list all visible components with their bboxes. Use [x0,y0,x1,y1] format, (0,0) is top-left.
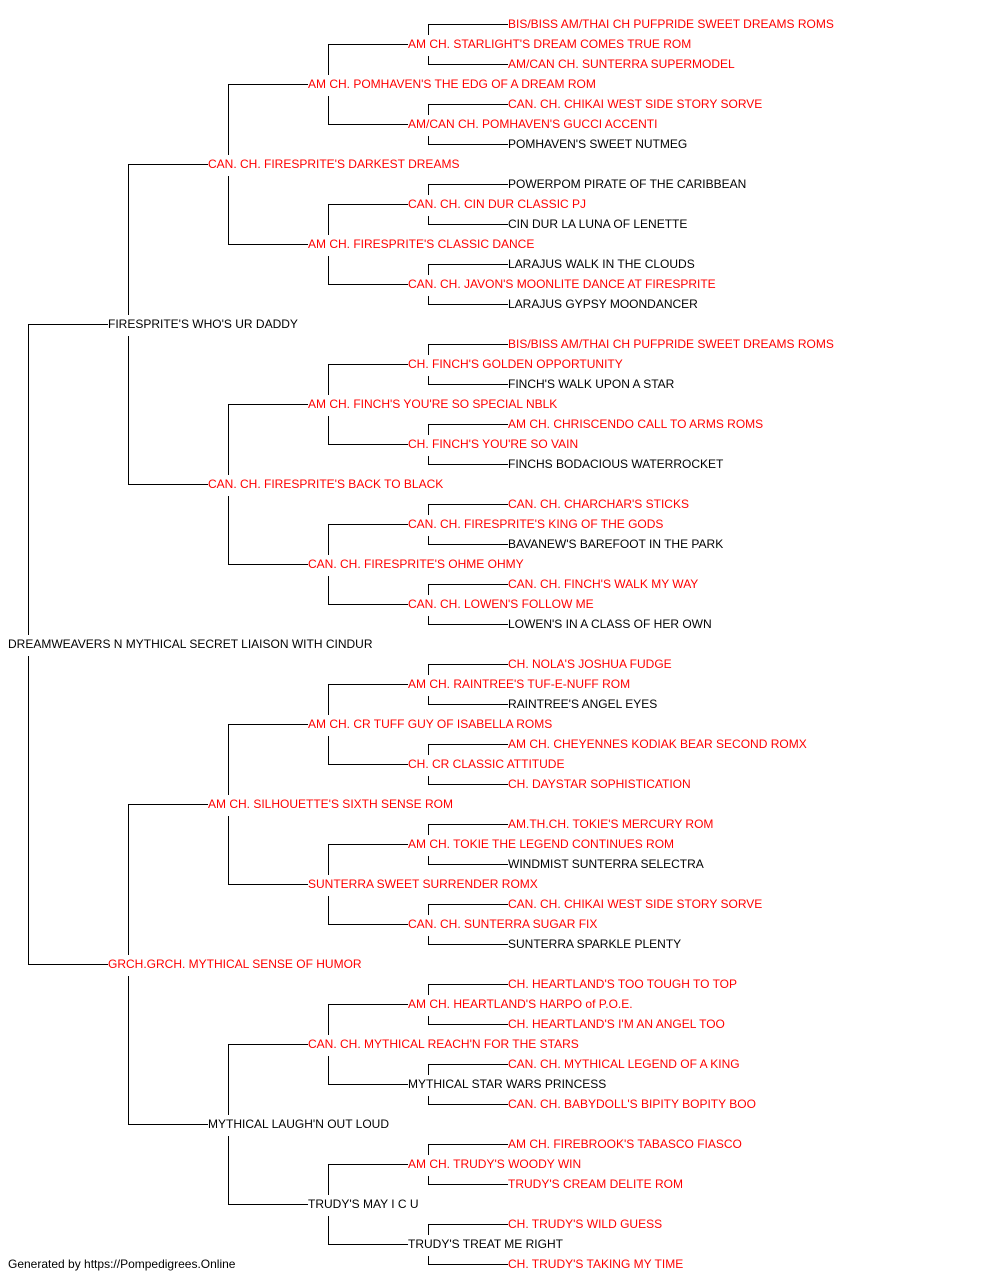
ancestor-name-gen4: CAN. CH. JAVON'S MOONLITE DANCE AT FIRES… [408,277,716,291]
ancestor-name-gen4: CH. CR CLASSIC ATTITUDE [408,757,565,771]
ancestor-name-gen4: AM/CAN CH. POMHAVEN'S GUCCI ACCENTI [408,117,658,131]
ancestor-name-gen5: CH. TRUDY'S TAKING MY TIME [508,1257,684,1271]
ancestor-name-gen4: CAN. CH. CIN DUR CLASSIC PJ [408,197,587,211]
ancestor-name-gen5: CIN DUR LA LUNA OF LENETTE [508,217,688,231]
ancestor-name-gen4: AM CH. TOKIE THE LEGEND CONTINUES ROM [408,837,675,851]
ancestor-name-gen3: CAN. CH. FIRESPRITE'S OHME OHMY [308,557,524,571]
ancestor-name-gen5: AM CH. FIREBROOK'S TABASCO FIASCO [508,1137,742,1151]
ancestor-name-gen4: CAN. CH. FIRESPRITE'S KING OF THE GODS [408,517,664,531]
ancestor-name-gen3: AM CH. CR TUFF GUY OF ISABELLA ROMS [308,717,553,731]
ancestor-name-gen2: MYTHICAL LAUGH'N OUT LOUD [208,1117,389,1131]
ancestor-name-gen3: AM CH. FINCH'S YOU'RE SO SPECIAL NBLK [308,397,558,411]
ancestor-name-gen5: BAVANEW'S BAREFOOT IN THE PARK [508,537,724,551]
ancestor-name-gen5: AM/CAN CH. SUNTERRA SUPERMODEL [508,57,735,71]
ancestor-name-gen2: CAN. CH. FIRESPRITE'S BACK TO BLACK [208,477,444,491]
ancestor-name-gen4: AM CH. STARLIGHT'S DREAM COMES TRUE ROM [408,37,692,51]
ancestor-name-gen5: CH. DAYSTAR SOPHISTICATION [508,777,691,791]
ancestor-name-gen5: SUNTERRA SPARKLE PLENTY [508,937,682,951]
ancestor-name-gen5: CH. HEARTLAND'S I'M AN ANGEL TOO [508,1017,725,1031]
ancestor-name-gen5: AM CH. CHRISCENDO CALL TO ARMS ROMS [508,417,764,431]
ancestor-name-gen3: CAN. CH. MYTHICAL REACH'N FOR THE STARS [308,1037,579,1051]
ancestor-name-gen4: MYTHICAL STAR WARS PRINCESS [408,1077,607,1091]
ancestor-name-gen5: POWERPOM PIRATE OF THE CARIBBEAN [508,177,747,191]
ancestor-name-gen4: AM CH. HEARTLAND'S HARPO of P.O.E. [408,997,633,1011]
ancestor-name-gen5: RAINTREE'S ANGEL EYES [508,697,658,711]
ancestor-name-gen5: CAN. CH. CHIKAI WEST SIDE STORY SORVE [508,897,763,911]
ancestor-name-gen4: CAN. CH. SUNTERRA SUGAR FIX [408,917,598,931]
ancestor-name-gen4: CAN. CH. LOWEN'S FOLLOW ME [408,597,594,611]
ancestor-name-gen4: TRUDY'S TREAT ME RIGHT [408,1237,563,1251]
ancestor-name-gen5: CAN. CH. MYTHICAL LEGEND OF A KING [508,1057,740,1071]
ancestor-name-gen5: CAN. CH. CHIKAI WEST SIDE STORY SORVE [508,97,763,111]
ancestor-name-gen5: CAN. CH. CHARCHAR'S STICKS [508,497,689,511]
ancestor-name-gen5: CAN. CH. FINCH'S WALK MY WAY [508,577,699,591]
ancestor-name-gen5: LOWEN'S IN A CLASS OF HER OWN [508,617,712,631]
ancestor-name-gen5: WINDMIST SUNTERRA SELECTRA [508,857,704,871]
ancestor-name-gen5: FINCH'S WALK UPON A STAR [508,377,675,391]
ancestor-name-gen5: CH. NOLA'S JOSHUA FUDGE [508,657,672,671]
subject-name: DREAMWEAVERS N MYTHICAL SECRET LIAISON W… [8,637,373,651]
ancestor-name-gen3: AM CH. FIRESPRITE'S CLASSIC DANCE [308,237,535,251]
ancestor-name-gen5: LARAJUS GYPSY MOONDANCER [508,297,698,311]
ancestor-name-gen5: CAN. CH. BABYDOLL'S BIPITY BOPITY BOO [508,1097,756,1111]
ancestor-name-gen5: LARAJUS WALK IN THE CLOUDS [508,257,695,271]
ancestor-name-gen5: CH. TRUDY'S WILD GUESS [508,1217,663,1231]
ancestor-name-gen2: CAN. CH. FIRESPRITE'S DARKEST DREAMS [208,157,460,171]
ancestor-name-gen1: FIRESPRITE'S WHO'S UR DADDY [108,317,298,331]
ancestor-name-gen5: CH. HEARTLAND'S TOO TOUGH TO TOP [508,977,738,991]
ancestor-name-gen4: CH. FINCH'S YOU'RE SO VAIN [408,437,579,451]
ancestor-name-gen3: AM CH. POMHAVEN'S THE EDG OF A DREAM ROM [308,77,596,91]
ancestor-name-gen5: FINCHS BODACIOUS WATERROCKET [508,457,724,471]
generated-by-footer: Generated by https://Pompedigrees.Online [8,1257,236,1271]
ancestor-name-gen4: AM CH. TRUDY'S WOODY WIN [408,1157,582,1171]
ancestor-name-gen5: TRUDY'S CREAM DELITE ROM [508,1177,683,1191]
ancestor-name-gen5: BIS/BISS AM/THAI CH PUFPRIDE SWEET DREAM… [508,337,834,351]
ancestor-name-gen2: AM CH. SILHOUETTE'S SIXTH SENSE ROM [208,797,453,811]
ancestor-name-gen5: AM.TH.CH. TOKIE'S MERCURY ROM [508,817,714,831]
ancestor-name-gen3: TRUDY'S MAY I C U [308,1197,419,1211]
ancestor-name-gen5: BIS/BISS AM/THAI CH PUFPRIDE SWEET DREAM… [508,17,834,31]
ancestor-name-gen1: GRCH.GRCH. MYTHICAL SENSE OF HUMOR [108,957,362,971]
ancestor-name-gen4: AM CH. RAINTREE'S TUF-E-NUFF ROM [408,677,631,691]
ancestor-name-gen5: POMHAVEN'S SWEET NUTMEG [508,137,688,151]
ancestor-name-gen5: AM CH. CHEYENNES KODIAK BEAR SECOND ROMX [508,737,807,751]
ancestor-name-gen4: CH. FINCH'S GOLDEN OPPORTUNITY [408,357,623,371]
ancestor-name-gen3: SUNTERRA SWEET SURRENDER ROMX [308,877,538,891]
